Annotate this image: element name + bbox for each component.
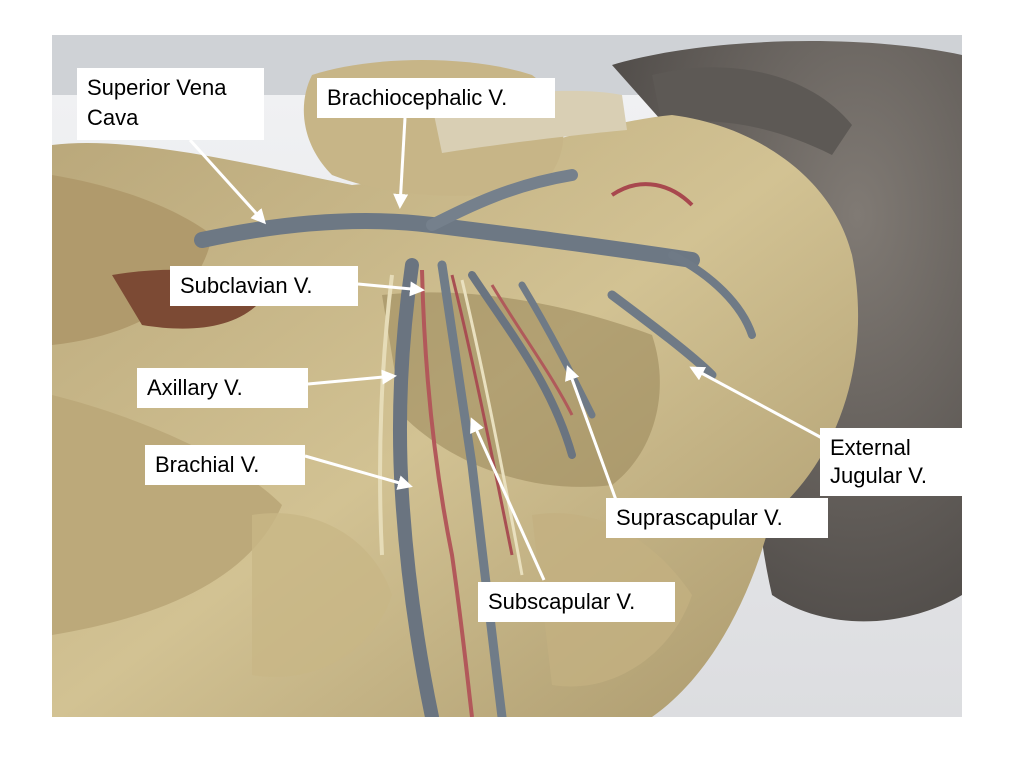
label-brachial: Brachial V. xyxy=(145,445,305,485)
label-superior-vena-cava-line2: Cava xyxy=(87,105,139,130)
label-subclavian-text: Subclavian V. xyxy=(180,273,313,298)
label-brachiocephalic: Brachiocephalic V. xyxy=(317,78,555,118)
label-subscapular: Subscapular V. xyxy=(478,582,675,622)
label-superior-vena-cava: Superior Vena Cava xyxy=(77,68,264,140)
label-superior-vena-cava-line1: Superior Vena xyxy=(87,75,227,100)
label-external-jugular-line1: External xyxy=(830,435,911,460)
label-suprascapular: Suprascapular V. xyxy=(606,498,828,538)
label-external-jugular-line2: Jugular V. xyxy=(830,463,928,488)
label-brachial-text: Brachial V. xyxy=(155,452,260,477)
label-axillary-text: Axillary V. xyxy=(147,375,243,400)
label-suprascapular-text: Suprascapular V. xyxy=(616,505,783,530)
label-subclavian: Subclavian V. xyxy=(170,266,358,306)
label-brachiocephalic-text: Brachiocephalic V. xyxy=(327,85,508,110)
label-axillary: Axillary V. xyxy=(137,368,308,408)
label-external-jugular: External Jugular V. xyxy=(820,428,962,496)
label-subscapular-text: Subscapular V. xyxy=(488,589,636,614)
